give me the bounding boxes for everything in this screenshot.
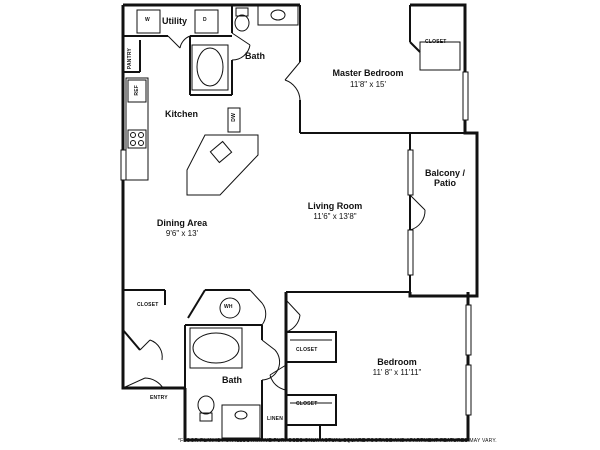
room-label-bath-bottom: Bath: [222, 375, 242, 385]
room-label-dining-area: Dining Area: [156, 218, 208, 228]
dishwasher-label: DW: [231, 113, 237, 122]
room-label-master-bedroom: Master Bedroom: [332, 68, 404, 78]
bedroom-closet-label-1: CLOSET: [296, 347, 318, 353]
left-closet-label: CLOSET: [137, 302, 159, 308]
room-dim-bedroom: 11' 8" x 11'11": [372, 368, 422, 377]
room-label-kitchen: Kitchen: [165, 109, 199, 119]
door-swings: [122, 32, 426, 391]
room-label-utility: Utility: [162, 16, 188, 26]
bedroom-closet-label-2: CLOSET: [296, 401, 318, 407]
room-label-balcony-patio: Balcony / Patio: [424, 168, 465, 189]
room-label-living-room: Living Room: [307, 201, 363, 211]
entry-label: ENTRY: [150, 395, 168, 401]
pantry-label: PANTRY: [127, 48, 133, 70]
master-closet-label: CLOSET: [425, 39, 447, 45]
room-label-bedroom: Bedroom: [377, 357, 417, 367]
water-heater-label: WH: [224, 304, 233, 310]
room-dim-dining-area: 9'6" x 13': [165, 229, 199, 238]
room-dim-master-bedroom: 11'8" x 15': [350, 80, 386, 89]
washer-label: W: [145, 17, 150, 23]
fixtures: [125, 4, 461, 439]
room-label-bath-top: Bath: [245, 51, 265, 61]
dryer-label: D: [203, 17, 207, 23]
room-dim-living-room: 11'6" x 13'8": [313, 212, 357, 221]
refrigerator-label: REF: [134, 85, 140, 96]
footnote: *FLOOR PLAN IS FOR ILLUSTRATIVE PURPOSES…: [178, 438, 497, 444]
linen-closet-label: LINEN: [267, 416, 283, 422]
